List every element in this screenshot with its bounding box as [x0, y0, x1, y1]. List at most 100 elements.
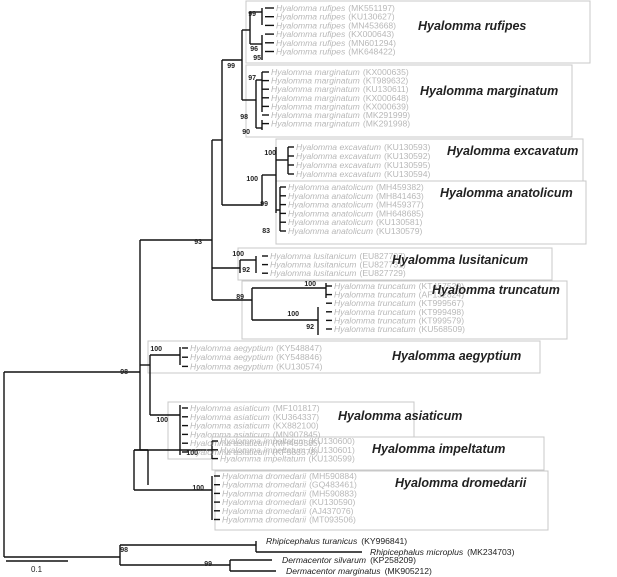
clade-label: Hyalomma anatolicum	[440, 186, 573, 200]
leaf-accession: (KT999567)	[419, 298, 465, 308]
bootstrap-value: 98	[120, 547, 128, 554]
clade-label: Hyalomma dromedarii	[395, 476, 527, 490]
bootstrap-value: 99	[204, 561, 212, 568]
leaf-species: Hyalomma marginatum	[271, 93, 360, 103]
leaf-species: Hyalomma dromedarii	[222, 480, 307, 490]
leaf-label: Hyalomma rufipes(MK648422)	[276, 47, 396, 57]
bootstrap-value: 92	[242, 267, 250, 274]
leaf-accession: (KU130574)	[276, 361, 322, 371]
bootstrap-value: 98	[240, 114, 248, 121]
outgroup-accession: (KY996841)	[361, 536, 407, 546]
leaf-accession: (MK291999)	[363, 110, 410, 120]
leaf-species: Hyalomma asiaticum	[190, 447, 270, 457]
clade-label: Hyalomma marginatum	[420, 84, 558, 98]
clade-label: Hyalomma rufipes	[418, 19, 526, 33]
leaf-accession: (MN601294)	[348, 38, 396, 48]
leaf-species: Hyalomma rufipes	[276, 38, 346, 48]
bootstrap-value: 100	[232, 251, 244, 258]
leaf-species: Hyalomma anatolicum	[288, 191, 373, 201]
leaf-label: Hyalomma truncatum(KU568509)	[334, 324, 465, 334]
leaf-label: Hyalomma rufipes(KX000643)	[276, 29, 394, 39]
leaf-accession: (KU130590)	[309, 497, 355, 507]
leaf-species: Hyalomma aegyptium	[190, 361, 273, 371]
leaf-accession: (MH841463)	[376, 191, 424, 201]
bootstrap-value: 100	[156, 417, 168, 424]
clade-label: Hyalomma lusitanicum	[392, 253, 528, 267]
leaf-accession: (EU827729)	[359, 268, 405, 278]
leaf-accession: (AF132824)	[419, 290, 465, 300]
leaf-label: Hyalomma truncatum(KT457529)	[334, 281, 464, 291]
leaf-accession: (KU130611)	[363, 84, 409, 94]
clade-box	[147, 340, 541, 374]
leaf-label: Hyalomma rufipes(MN601294)	[276, 38, 396, 48]
leaf-species: Hyalomma anatolicum	[288, 208, 373, 218]
leaf-species: Hyalomma aegyptium	[190, 352, 273, 362]
leaf-label: Hyalomma excavatum(KU130593)	[296, 142, 430, 152]
leaf-accession: (KU130595)	[384, 160, 430, 170]
leaf-species: Hyalomma asiaticum	[190, 412, 270, 422]
leaf-accession: (MH590884)	[309, 471, 357, 481]
leaf-accession: (KU130594)	[384, 169, 430, 179]
outgroup-label: Dermacentor silvarum(KP258209)	[282, 555, 416, 565]
leaf-label: Hyalomma marginatum(KT989632)	[271, 76, 408, 86]
leaf-accession: (AJ437076)	[309, 506, 354, 516]
leaf-label: Hyalomma marginatum(KX000648)	[271, 93, 409, 103]
bootstrap-value: 99	[248, 11, 256, 18]
leaf-accession: (MK551197)	[348, 3, 395, 13]
leaf-label: Hyalomma truncatum(KT999579)	[334, 315, 464, 325]
leaf-species: Hyalomma anatolicum	[288, 226, 373, 236]
bootstrap-value: 100	[304, 281, 316, 288]
leaf-species: Hyalomma truncatum	[334, 324, 416, 334]
leaf-accession: (KY548846)	[276, 352, 322, 362]
leaf-label: Hyalomma lusitanicum(EU827731)	[270, 260, 406, 270]
scale-bar: 0.1	[6, 560, 68, 574]
clade-label: Hyalomma asiaticum	[338, 409, 462, 423]
leaf-label: Hyalomma anatolicum(MH459382)	[288, 182, 424, 192]
leaf-species: Hyalomma rufipes	[276, 29, 346, 39]
leaf-label: Hyalomma anatolicum(MH648685)	[288, 208, 424, 218]
bootstrap-value: 99	[260, 201, 268, 208]
leaf-accession: (MH459382)	[376, 182, 424, 192]
leaf-label: Hyalomma dromedarii(GQ483461)	[222, 480, 357, 490]
leaf-species: Hyalomma rufipes	[276, 12, 346, 22]
bootstrap-value: 100	[186, 450, 198, 457]
leaf-accession: (KY548847)	[276, 343, 322, 353]
leaf-species: Hyalomma asiaticum	[190, 438, 270, 448]
outgroup-label: Rhipicephalus turanicus(KY996841)	[266, 536, 407, 546]
outgroup-label: Dermacentor marginatus(MK905212)	[286, 566, 432, 576]
leaf-accession: (MN907845)	[273, 429, 321, 439]
leaf-accession: (KU130600)	[308, 436, 354, 446]
leaf-species: Hyalomma truncatum	[334, 298, 416, 308]
leaf-label: Hyalomma excavatum(KU130594)	[296, 169, 430, 179]
leaf-accession: (KX882100)	[273, 421, 319, 431]
clade-box	[237, 247, 553, 281]
clade-box	[275, 138, 584, 182]
clade-label: Hyalomma truncatum	[432, 283, 560, 297]
bootstrap-value: 100	[246, 176, 258, 183]
leaf-species: Hyalomma rufipes	[276, 20, 346, 30]
leaf-species: Hyalomma marginatum	[271, 119, 360, 129]
outgroup-species: Rhipicephalus microplus	[370, 547, 464, 557]
scale-bar-label: 0.1	[31, 565, 43, 574]
leaf-accession: (MK648422)	[348, 47, 395, 57]
leaf-species: Hyalomma dromedarii	[222, 488, 307, 498]
leaf-accession: (KT989632)	[363, 76, 409, 86]
leaf-accession: (KU130593)	[384, 142, 430, 152]
clade-label: Hyalomma excavatum	[447, 144, 578, 158]
leaf-accession: (KT457529)	[419, 281, 465, 291]
leaf-species: Hyalomma impeltatum	[220, 436, 305, 446]
leaf-label: Hyalomma marginatum(KU130611)	[271, 84, 409, 94]
leaf-accession: (EU827707)	[359, 251, 405, 261]
outgroup-accession: (MK234703)	[467, 547, 514, 557]
bootstrap-value: 99	[227, 63, 235, 70]
leaf-label: Hyalomma asiaticum(KU364337)	[190, 412, 319, 422]
leaf-label: Hyalomma truncatum(KT999567)	[334, 298, 464, 308]
bootstrap-value: 96	[250, 46, 258, 53]
leaf-accession: (KU130579)	[376, 226, 422, 236]
leaf-label: Hyalomma lusitanicum(EU827707)	[270, 251, 406, 261]
leaf-species: Hyalomma dromedarii	[222, 515, 307, 525]
leaf-accession: (KT999579)	[419, 315, 465, 325]
leaf-label: Hyalomma aegyptium(KU130574)	[190, 361, 323, 371]
leaf-species: Hyalomma impeltatum	[220, 454, 305, 464]
